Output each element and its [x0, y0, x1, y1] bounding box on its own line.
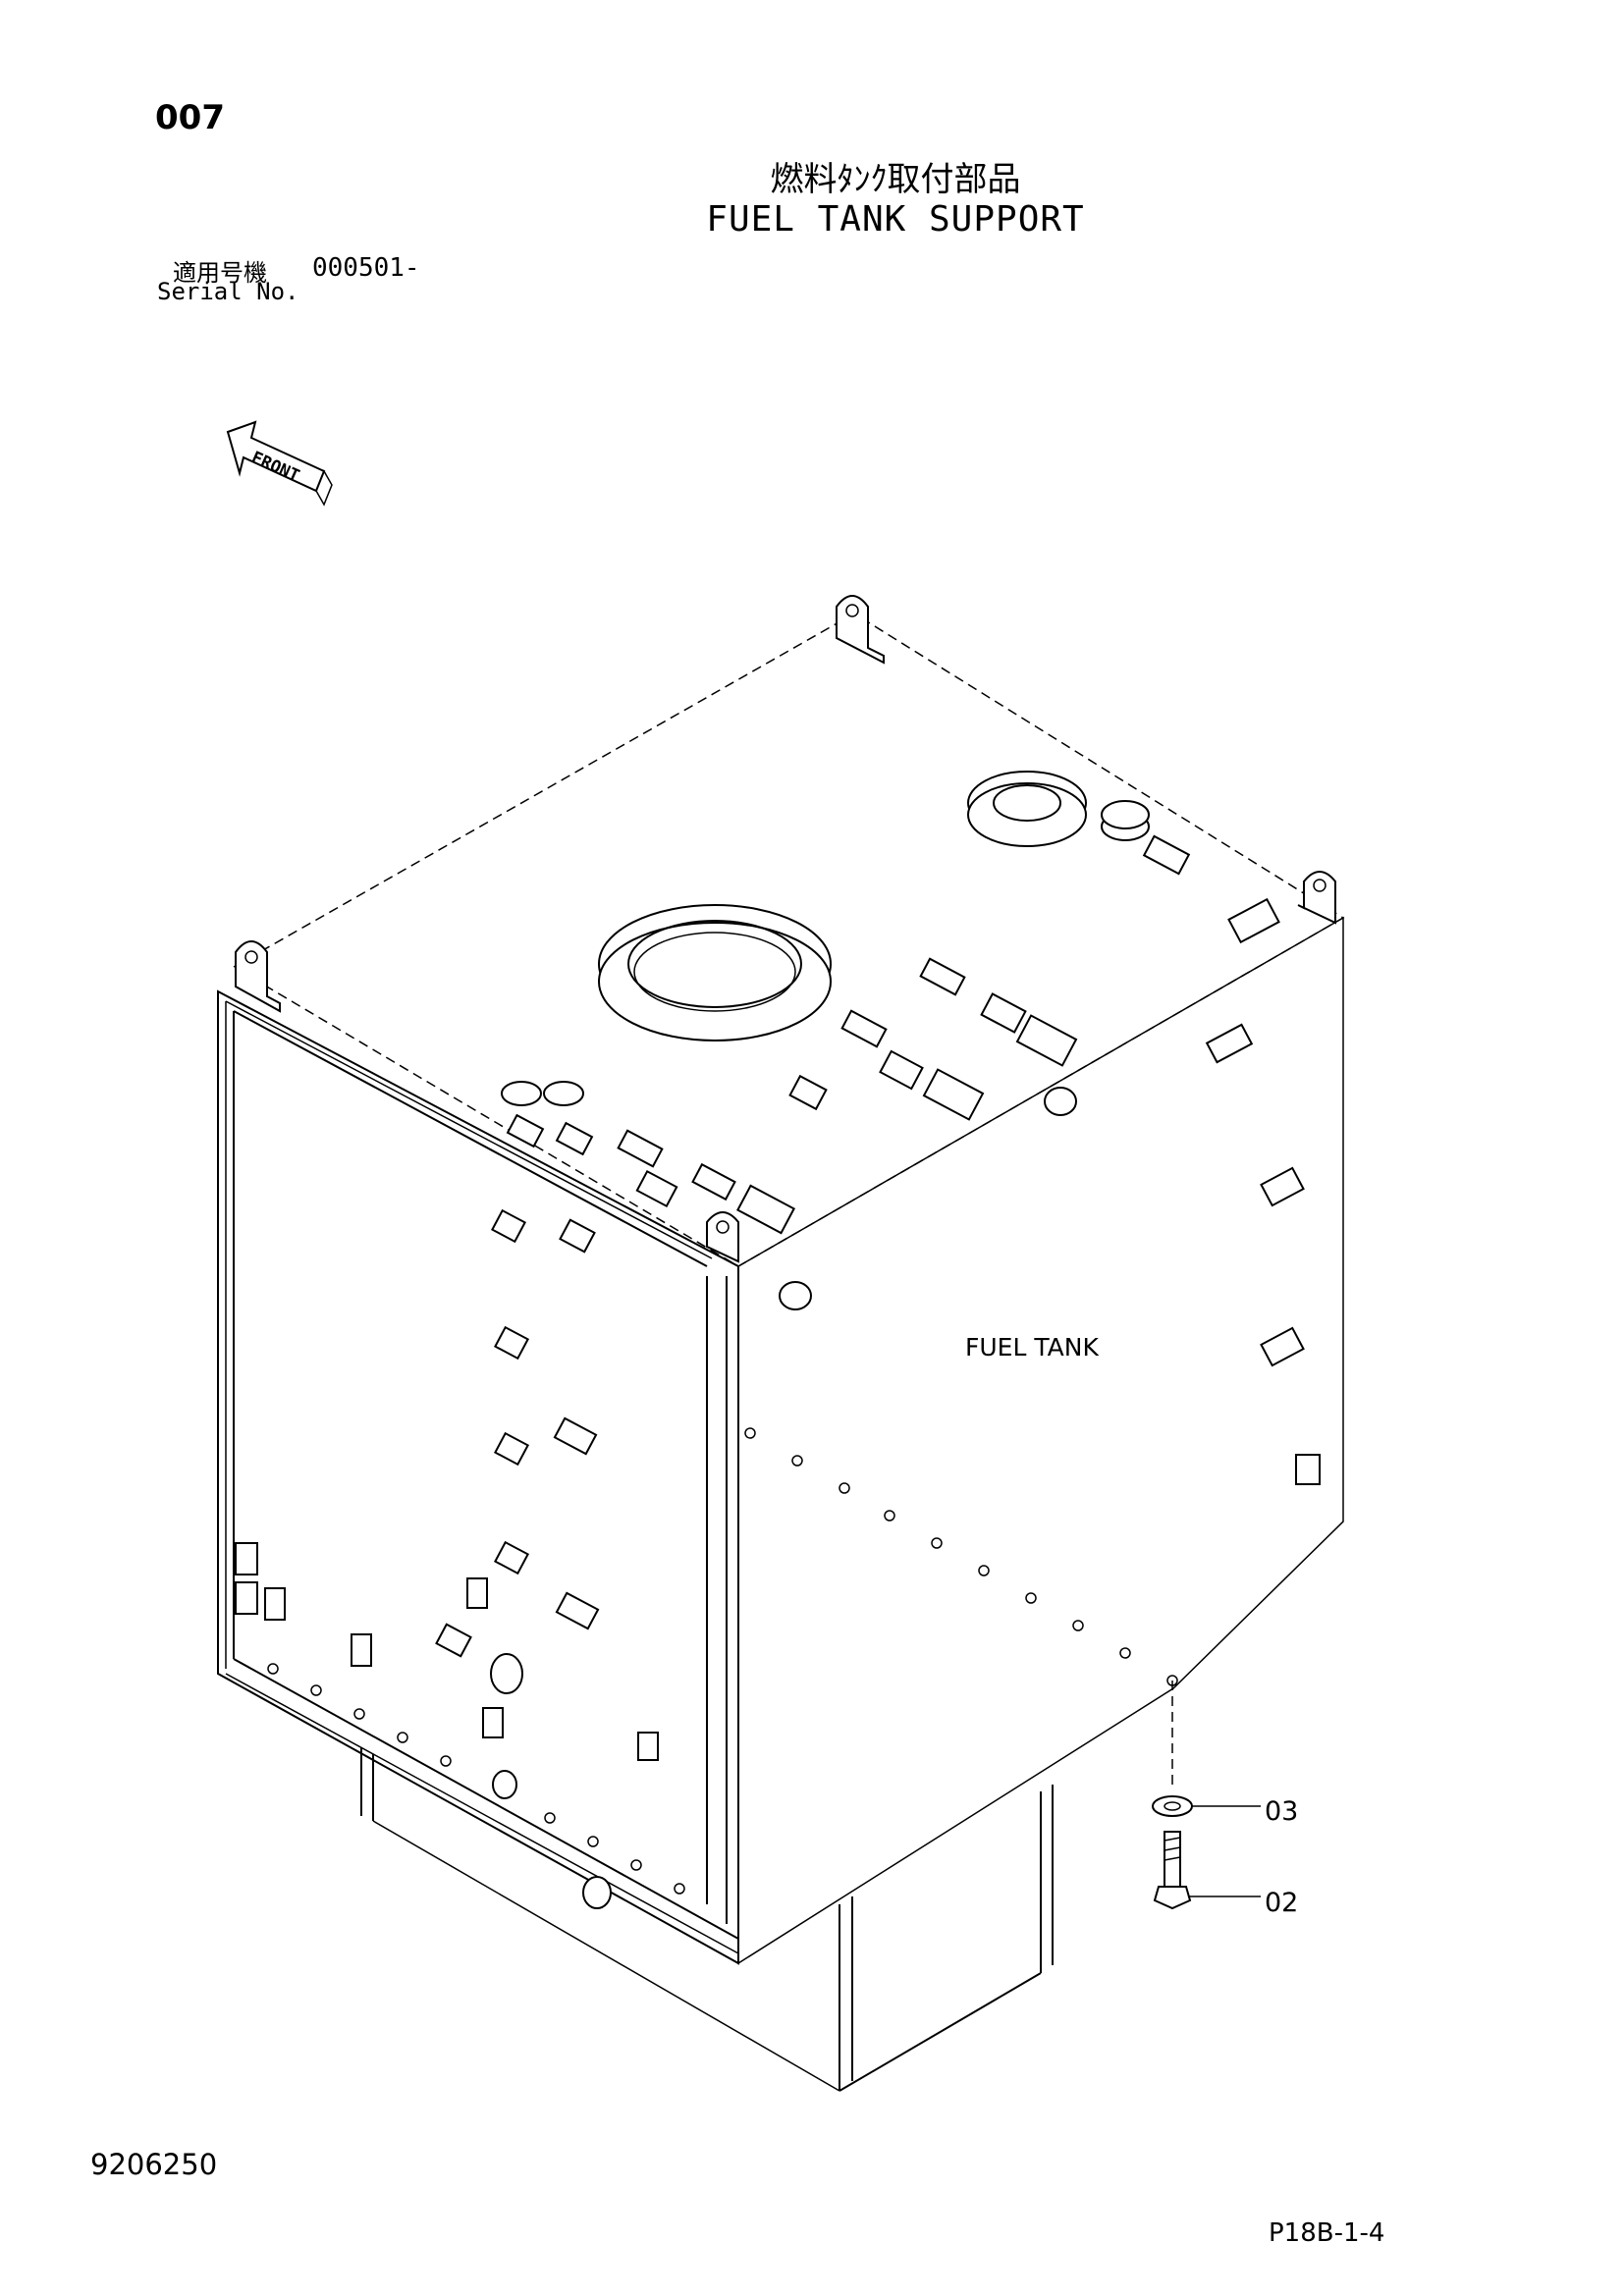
callout-washer-number: 03	[1265, 1796, 1299, 1827]
small-fittings	[501, 800, 1150, 1310]
serial-label-japanese: 適用号機	[173, 259, 267, 287]
front-arrow-label: FRONT	[248, 448, 302, 486]
washer-part	[1152, 1795, 1193, 1817]
lifting-lugs	[235, 595, 1336, 1263]
callout-bolt-number: 02	[1265, 1888, 1299, 1918]
page-number: 007	[155, 98, 225, 137]
fuel-tank-label: FUEL TANK	[965, 1333, 1099, 1362]
mounting-pads	[235, 834, 1321, 1909]
bolt-part	[1153, 1831, 1192, 1910]
title-english: FUEL TANK SUPPORT	[706, 199, 1085, 240]
bolt-hole-row	[267, 1427, 1178, 1895]
title-japanese: 燃料ﾀﾝｸ取付部品	[770, 160, 1021, 199]
filler-flange	[598, 904, 832, 1041]
serial-number-value: 000501-	[312, 253, 420, 283]
page-code: P18B-1-4	[1269, 2218, 1385, 2248]
drawing-id: 9206250	[90, 2148, 218, 2181]
fuel-tank-body	[217, 613, 1345, 2092]
small-flange	[967, 771, 1087, 847]
callout-lines	[1171, 1681, 1261, 1897]
front-arrow-icon: FRONT	[226, 420, 333, 507]
serial-label-english: Serial No.	[157, 278, 299, 305]
